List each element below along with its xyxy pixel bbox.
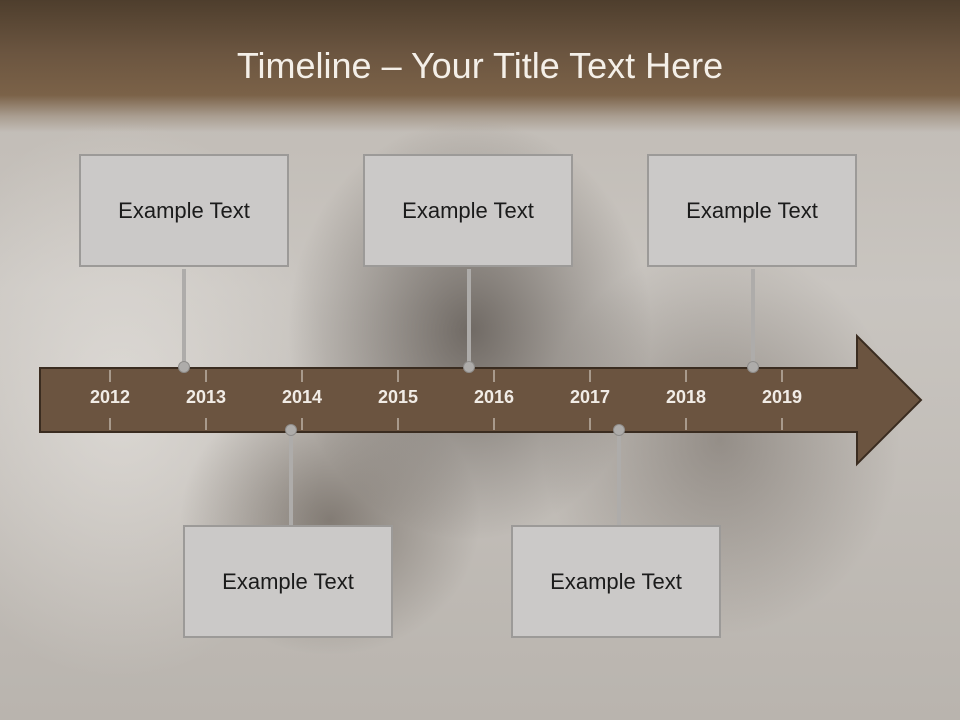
connector-line	[467, 269, 471, 368]
connector-line	[289, 432, 293, 526]
connector-line	[751, 269, 755, 368]
event-box-below-1: Example Text	[183, 525, 393, 638]
year-label: 2012	[90, 387, 130, 407]
event-box-above-3: Example Text	[647, 154, 857, 267]
year-label: 2018	[666, 387, 706, 407]
event-text: Example Text	[550, 568, 682, 594]
year-label: 2015	[378, 387, 418, 407]
year-label: 2017	[570, 387, 610, 407]
arrow-shape	[39, 333, 923, 467]
event-box-above-1: Example Text	[79, 154, 289, 267]
year-labels: 2012 2013 2014 2015 2016 2017 2018 2019	[90, 387, 802, 407]
title-bar	[0, 0, 960, 132]
event-box-below-2: Example Text	[511, 525, 721, 638]
connector-dot	[178, 361, 190, 373]
connector-dot	[747, 361, 759, 373]
year-label: 2014	[282, 387, 322, 407]
event-text: Example Text	[402, 197, 534, 223]
event-box-above-2: Example Text	[363, 154, 573, 267]
event-text: Example Text	[222, 568, 354, 594]
event-text: Example Text	[686, 197, 818, 223]
year-label: 2016	[474, 387, 514, 407]
year-label: 2019	[762, 387, 802, 407]
year-label: 2013	[186, 387, 226, 407]
connector-dot	[613, 424, 625, 436]
slide-title: Timeline – Your Title Text Here	[236, 45, 724, 86]
event-text: Example Text	[118, 197, 250, 223]
connector-dot	[285, 424, 297, 436]
connector-line	[182, 269, 186, 368]
connector-dot	[463, 361, 475, 373]
connector-line	[617, 432, 621, 526]
year-ticks	[109, 370, 783, 430]
